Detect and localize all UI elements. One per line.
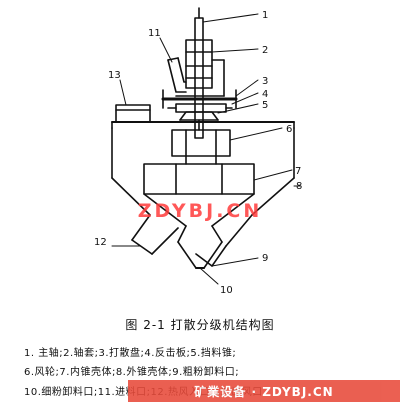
fine-powder-discharge <box>177 225 223 269</box>
label-13: 13 <box>108 70 121 81</box>
hot-air-inlet <box>131 214 179 255</box>
outer-cone-housing <box>111 127 295 216</box>
shaft-sleeve <box>185 39 213 89</box>
material-cone <box>179 111 219 121</box>
label-7: 7 <box>295 166 301 177</box>
center-watermark: ZDYBJ.CN <box>138 200 263 222</box>
label-11: 11 <box>148 28 161 39</box>
label-3: 3 <box>262 76 268 87</box>
label-8: 8 <box>296 181 302 192</box>
watermark-banner-text: 矿業设备 · ZDYBJ.CN <box>194 385 334 399</box>
legend-line-2: 6.风轮;7.内锥壳体;8.外锥壳体;9.粗粉卸料口; <box>24 367 240 378</box>
legend-line-1: 1. 主轴;2.轴套;3.打散盘;4.反击板;5.挡料锥; <box>24 348 237 359</box>
fan-wheel <box>171 119 231 157</box>
label-12: 12 <box>94 237 107 248</box>
coarse-powder-discharge <box>195 214 253 267</box>
label-10: 10 <box>220 285 233 296</box>
figure-caption: 图 2-1 打散分级机结构图 <box>125 318 275 332</box>
scatter-disc <box>161 89 238 109</box>
main-shaft <box>194 7 204 139</box>
leader-lines <box>111 13 301 285</box>
label-2: 2 <box>262 45 268 56</box>
impact-plate <box>167 103 233 113</box>
watermark-banner: 矿業设备 · ZDYBJ.CN <box>128 380 400 402</box>
feed-inlet <box>167 57 187 93</box>
label-9: 9 <box>262 253 268 264</box>
label-6: 6 <box>286 124 292 135</box>
label-1: 1 <box>262 10 268 21</box>
air-outlet <box>115 104 151 123</box>
inner-cone-housing <box>143 155 255 227</box>
sleeve-bracket <box>175 59 225 97</box>
classifier-structure-diagram: ZDYBJ.CN 1 2 3 4 5 6 7 8 9 10 11 12 13 <box>94 7 302 296</box>
label-5: 5 <box>262 100 268 111</box>
label-4: 4 <box>262 89 268 100</box>
